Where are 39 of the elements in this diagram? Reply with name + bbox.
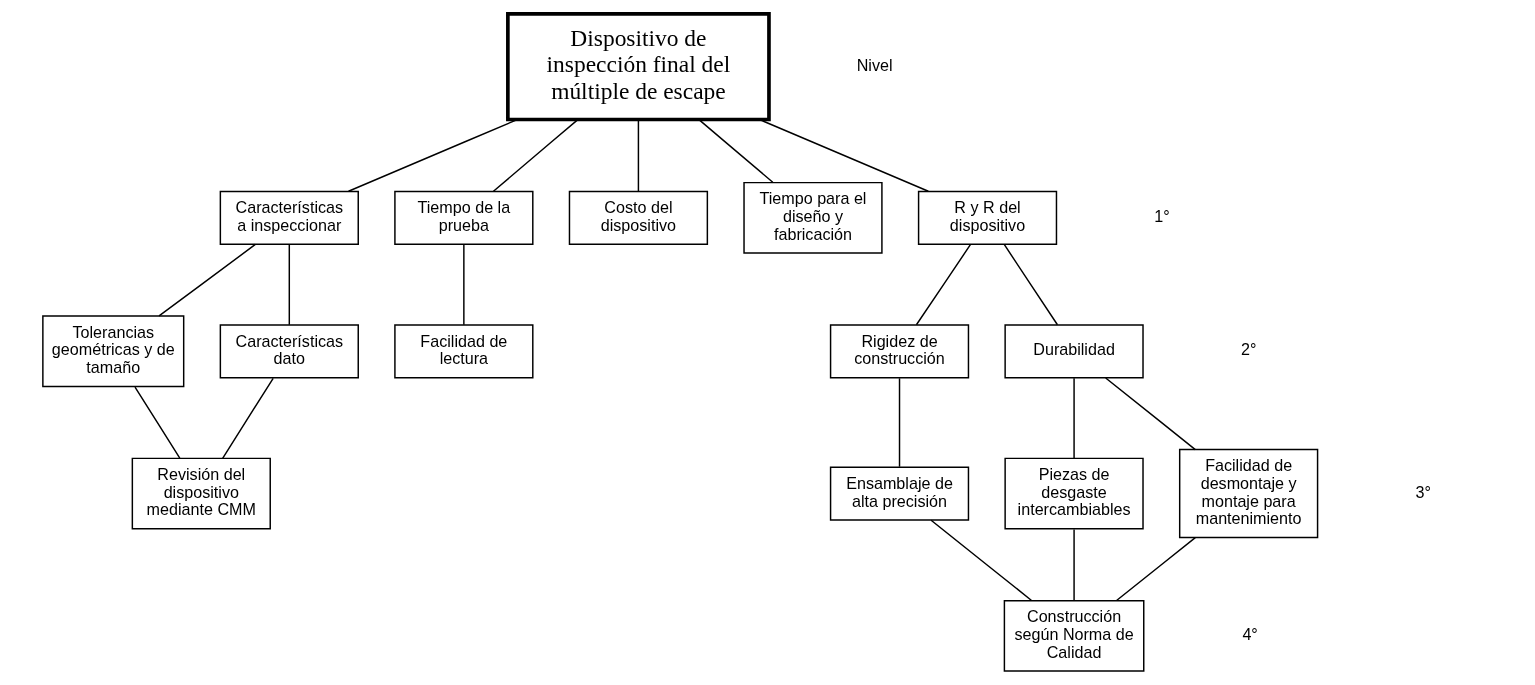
connector (463, 243, 465, 326)
connector (1104, 377, 1197, 451)
connector (288, 243, 291, 326)
connector (1073, 528, 1075, 602)
connector (758, 118, 930, 192)
node-box: Tiempo de la prueba (394, 190, 534, 245)
label: 2° (1240, 340, 1257, 359)
connector (492, 118, 579, 192)
node-box: Costo del dispositivo (568, 190, 709, 245)
connector (1115, 536, 1197, 602)
connector (134, 386, 181, 459)
node-box: Tolerancias geométricas y de tamaño (42, 315, 185, 388)
node-box: Características a inspeccionar (219, 190, 359, 245)
label: 3° (1415, 482, 1431, 501)
node-box: Facilidad de lectura (394, 324, 534, 379)
connector (1003, 243, 1059, 326)
connector (221, 377, 274, 460)
node-box: Durabilidad (1004, 324, 1144, 379)
node-box: Tiempo para el diseño y fabricación (743, 181, 883, 254)
connector (915, 243, 972, 326)
label: 4° (1242, 624, 1258, 643)
connector (898, 377, 901, 468)
node-box: Rigidez de construcción (829, 324, 970, 379)
label: 1° (1154, 206, 1170, 225)
connector (930, 519, 1033, 602)
node-box: Piezas de desgaste intercambiables (1004, 457, 1144, 530)
node-box: Ensamblaje de alta precisión (829, 466, 970, 521)
node-box: R y R del dispositivo (917, 190, 1058, 245)
connector (347, 118, 519, 192)
node-box: Características dato (219, 324, 359, 379)
node-box: Facilidad de desmontaje y montaje para mantenimiento (1178, 448, 1319, 539)
connector (1073, 377, 1075, 460)
connector (637, 118, 640, 192)
node-box: Dispositivo de inspección final del múltiple de escape (506, 12, 771, 122)
connector (698, 118, 774, 183)
node-box: Revisión del dispositivo mediante CMM (131, 457, 271, 530)
connector (158, 243, 257, 317)
node-box: Construcción según Norma de Calidad (1003, 599, 1145, 672)
label: Nivel (856, 55, 893, 74)
